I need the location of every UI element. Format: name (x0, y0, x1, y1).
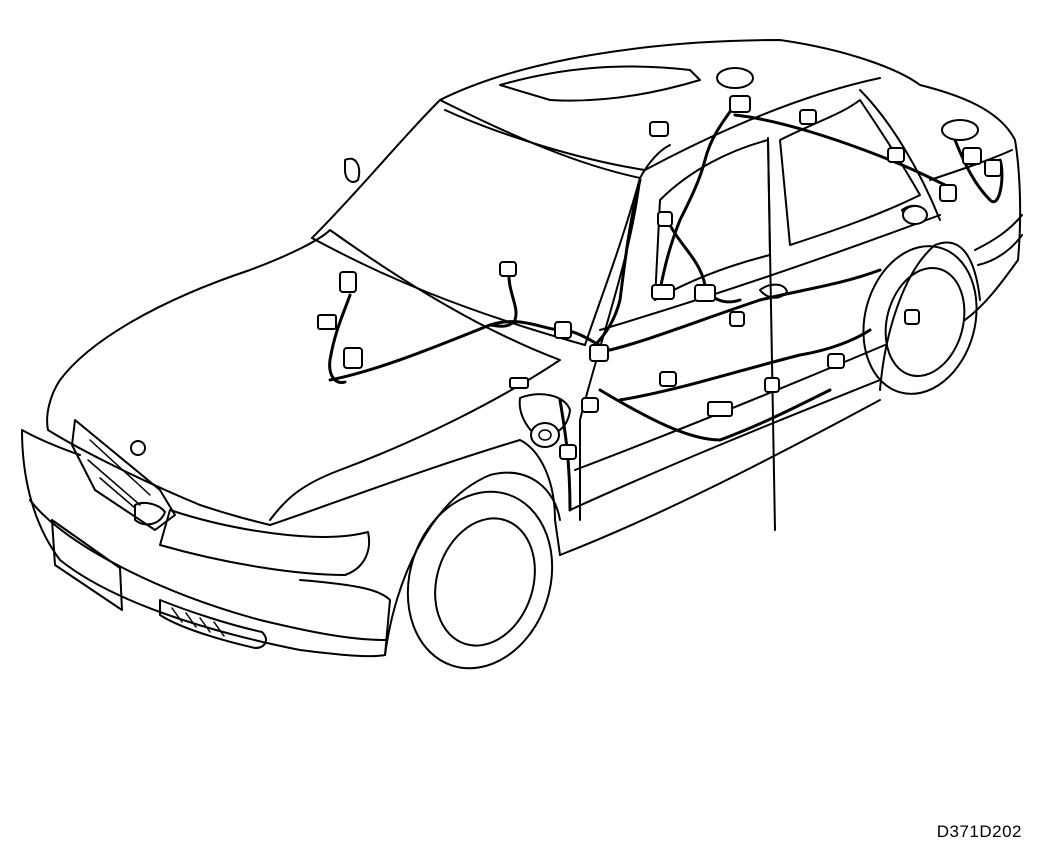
hood (59, 229, 561, 521)
connector (559, 444, 577, 460)
left-mirror (344, 157, 361, 183)
side-crease (574, 344, 886, 471)
license-plate (51, 519, 123, 611)
fog-light-grille (171, 607, 225, 637)
connector (317, 314, 337, 330)
wiring-harness (328, 103, 1004, 512)
grille-badge (134, 502, 166, 526)
connector (962, 147, 982, 165)
car-body (21, 39, 1023, 670)
figure-reference-code: D371D202 (936, 822, 1022, 841)
connector (339, 271, 357, 293)
hood-emblem (130, 440, 146, 456)
hood-front (46, 379, 271, 526)
rear-tire (862, 245, 978, 395)
roof (439, 39, 921, 101)
sunroof (499, 65, 701, 102)
connector (589, 344, 609, 362)
connector (554, 321, 572, 339)
roof-speaker (716, 67, 754, 89)
front-fender (269, 439, 561, 556)
windshield-bottom (311, 237, 586, 346)
connector (649, 121, 669, 137)
front-bumper-lower (29, 499, 386, 641)
harness-a-pillar (593, 178, 642, 347)
grille-inner (87, 439, 151, 509)
connector (764, 377, 780, 393)
connector (657, 211, 673, 227)
rear-rim (884, 266, 966, 378)
connector (939, 184, 957, 202)
connector (887, 147, 905, 163)
grille (71, 419, 176, 531)
speaker (530, 422, 560, 448)
rear-speaker (941, 119, 979, 141)
connector (499, 261, 517, 277)
headlight (159, 509, 370, 576)
connector (729, 95, 751, 113)
roof-edge-front (444, 109, 646, 171)
harness-left-cluster (328, 293, 352, 385)
connector (984, 159, 1002, 177)
front-bumper (21, 429, 391, 658)
rear-bumper (974, 214, 1023, 266)
beltline (599, 214, 941, 331)
connector (581, 397, 599, 413)
side-sill (559, 399, 881, 556)
connector (904, 309, 920, 325)
harness-dashboard (328, 320, 612, 382)
rear-body (919, 84, 1022, 321)
front-bumper-edge (21, 429, 81, 456)
harness-sill (618, 328, 872, 402)
connector (343, 347, 363, 369)
door-speaker (902, 205, 928, 225)
speaker-cone (538, 429, 552, 441)
connector (659, 371, 677, 387)
harness-roof-rear (733, 113, 957, 192)
front-rim (434, 517, 536, 647)
b-pillar (767, 137, 776, 531)
windshield (311, 99, 641, 346)
connector (707, 401, 733, 417)
front-wheel-arch (384, 471, 561, 656)
front-tire (406, 490, 554, 670)
roof-edge-side (644, 77, 881, 171)
c-pillar (859, 89, 941, 221)
side-sill-upper (569, 379, 881, 511)
a-pillar (639, 144, 671, 179)
door-handle-front (759, 283, 788, 299)
connector (651, 284, 675, 300)
connector (509, 377, 529, 389)
connector (827, 353, 845, 369)
connector (694, 284, 716, 302)
harness-center (488, 263, 518, 328)
connectors (317, 67, 1002, 460)
fog-light (159, 599, 267, 649)
harness-roof (658, 103, 737, 292)
connector (799, 109, 817, 125)
harness-floor-main (608, 268, 882, 352)
harness-floor-lower (598, 388, 832, 442)
connector (729, 311, 745, 327)
